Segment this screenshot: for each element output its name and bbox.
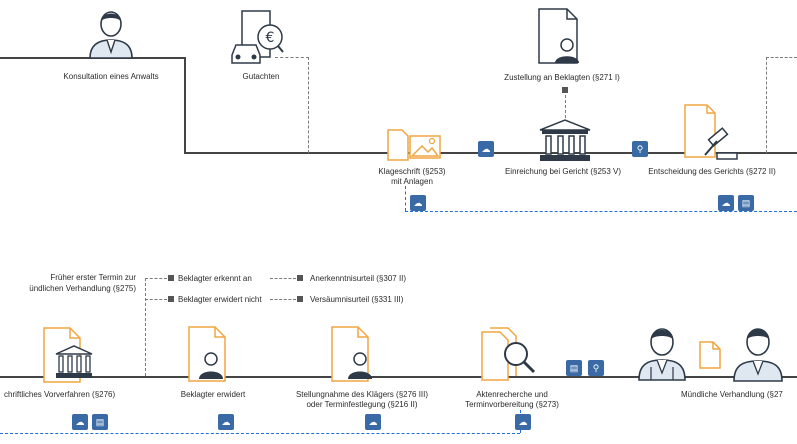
search-badge-1: ⚲ bbox=[632, 141, 648, 157]
bottom-flow-line bbox=[0, 376, 797, 378]
label-stellungnahme-1: Stellungnahme des Klägers (§276 III) bbox=[295, 390, 429, 399]
cloud-badge-4: ☁ bbox=[72, 414, 88, 430]
label-gutachten: Gutachten bbox=[242, 72, 280, 81]
defendant-document-icon bbox=[188, 326, 226, 382]
branch-top bbox=[145, 278, 167, 279]
lawyer-icon bbox=[733, 328, 783, 382]
label-klageschrift-1: Klageschrift (§253) bbox=[378, 167, 446, 176]
document-badge-3: ▤ bbox=[92, 414, 108, 430]
gavel-icon bbox=[684, 104, 738, 160]
label-frueher-2: ündlichen Verhandlung (§275) bbox=[29, 284, 136, 293]
label-beklagter-erwidert: Beklagter erwidert bbox=[180, 390, 246, 399]
document-icon bbox=[699, 341, 721, 369]
svg-text:€: € bbox=[266, 30, 275, 46]
marker-erkennt-an bbox=[168, 275, 174, 281]
branch-connector bbox=[145, 278, 146, 376]
label-einreichung: Einreichung bei Gericht (§253 V) bbox=[504, 167, 622, 176]
car-euro-icon: € bbox=[231, 10, 284, 64]
label-akten-1: Aktenrecherche und bbox=[476, 390, 548, 399]
cloud-badge-3: ☁ bbox=[718, 195, 734, 211]
label-anerkenntnis: Anerkenntnisurteil (§307 II) bbox=[310, 274, 407, 283]
person-icon bbox=[89, 11, 133, 59]
zustellung-connector bbox=[565, 95, 566, 123]
right-drop bbox=[766, 57, 767, 153]
result-connector-2 bbox=[270, 299, 296, 300]
label-entscheidung: Entscheidung des Gerichts (§272 II) bbox=[648, 167, 776, 176]
document-badge-2: ▤ bbox=[566, 360, 582, 376]
label-klageschrift-2: mit Anlagen bbox=[391, 177, 433, 186]
result-connector-1 bbox=[270, 278, 296, 279]
label-versaeumnis: Versäumnisurteil (§331 III) bbox=[310, 295, 404, 304]
top-blue-line bbox=[405, 211, 797, 212]
document-image-icon bbox=[387, 129, 441, 161]
gutachten-connector bbox=[275, 57, 309, 58]
search-document-icon bbox=[481, 327, 536, 381]
bottom-blue-line bbox=[0, 433, 520, 434]
marker-anerkenntnis bbox=[297, 275, 303, 281]
courthouse-icon bbox=[539, 119, 591, 161]
cloud-badge-6: ☁ bbox=[365, 414, 381, 430]
marker-erwidert-nicht bbox=[168, 296, 174, 302]
cloud-badge-5: ☁ bbox=[218, 414, 234, 430]
label-frueher-1: Früher erster Termin zur bbox=[50, 273, 136, 282]
judge-icon bbox=[638, 328, 686, 381]
label-stellungnahme-2: oder Terminfestlegung (§216 II) bbox=[306, 400, 418, 409]
label-konsultation: Konsultation eines Anwalts bbox=[63, 72, 159, 81]
top-blue-drop bbox=[405, 186, 406, 211]
plaintiff-document-icon bbox=[331, 326, 372, 382]
cloud-badge-2: ☁ bbox=[410, 195, 426, 211]
courthouse-document-icon bbox=[43, 327, 93, 383]
label-muendlich: Mündliche Verhandlung (§27 bbox=[681, 390, 783, 399]
document-person-icon bbox=[538, 8, 579, 64]
document-badge-1: ▤ bbox=[738, 195, 754, 211]
cloud-badge-1: ☁ bbox=[478, 141, 494, 157]
top-drop-line bbox=[184, 57, 186, 153]
zustellung-marker bbox=[562, 87, 568, 93]
search-badge-2: ⚲ bbox=[588, 360, 604, 376]
right-connector bbox=[766, 57, 797, 58]
label-schriftlich: chriftliches Vorverfahren (§276) bbox=[4, 390, 116, 399]
label-erwidert-nicht: Beklagter erwidert nicht bbox=[178, 295, 262, 304]
label-zustellung: Zustellung an Beklagten (§271 I) bbox=[504, 73, 620, 82]
cloud-badge-7: ☁ bbox=[515, 414, 531, 430]
marker-versaeumnis bbox=[297, 296, 303, 302]
label-erkennt-an: Beklagter erkennt an bbox=[178, 274, 252, 283]
gutachten-drop bbox=[308, 57, 309, 153]
branch-bottom bbox=[145, 299, 167, 300]
label-akten-2: Terminvorbereitung (§273) bbox=[465, 400, 559, 409]
